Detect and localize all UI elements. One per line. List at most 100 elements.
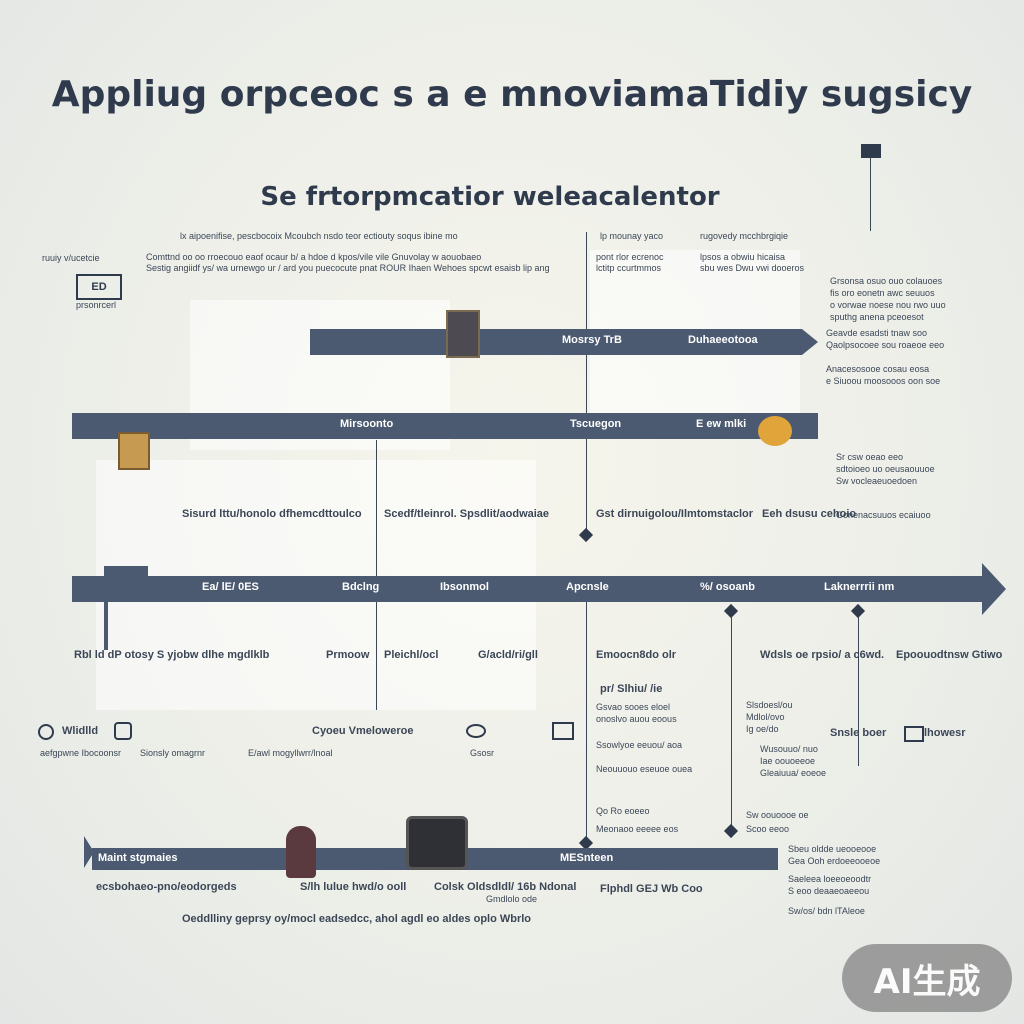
note-mid-row-1: Sisurd lttu/honolo dfhemcdttoulco bbox=[182, 508, 362, 520]
bar3-label-5: %/ osoanb bbox=[700, 581, 756, 593]
bar3-label-6: Laknerrrii nm bbox=[824, 581, 895, 593]
note-top-left-1: ruuiy v/ucetcie bbox=[42, 253, 100, 263]
note-col-b-4: Wusouuo/ nuo bbox=[760, 744, 818, 754]
connector-line bbox=[376, 440, 377, 710]
main-vertical-line-lower bbox=[586, 600, 587, 840]
note-low-row-11: Sionsly omagrnr bbox=[140, 748, 206, 758]
flag-icon bbox=[904, 726, 924, 742]
note-col-b-6: Gleaiuua/ eoeoe bbox=[760, 768, 827, 778]
note-bottom-5: Oeddlliny geprsy oy/mocl eadsedcc, ahol … bbox=[182, 913, 532, 925]
bar2-label-1: Mirsoonto bbox=[340, 418, 394, 430]
screen-icon bbox=[406, 816, 468, 870]
note-low-row-3: Pleichl/ocl bbox=[384, 649, 439, 661]
note-side-right-8: e Siuoou moosooos oon soe bbox=[826, 376, 941, 386]
main-vertical-line bbox=[586, 232, 587, 532]
note-col-a-1: pr/ Slhiu/ /ie bbox=[600, 683, 663, 695]
bar1-label-1: Mosrsy TrB bbox=[562, 334, 622, 346]
note-low-row-14: Snsle boer bbox=[830, 727, 887, 739]
eye-icon bbox=[466, 724, 486, 738]
bar2-label-3: E ew mlki bbox=[696, 418, 747, 430]
note-col-b-5: Iae oouoeeoe bbox=[760, 756, 816, 766]
note-low-row-8: Wlidlld bbox=[62, 725, 99, 737]
note-bottom-9: Saeleea loeeoeoodtr bbox=[788, 874, 872, 884]
note-bottom-8: Gea Ooh erdoeeooeoe bbox=[788, 856, 881, 866]
note-low-row-13: Gsosr bbox=[470, 748, 495, 758]
document-icon: ED bbox=[76, 274, 122, 300]
note-top-mid-3: Sestig angiidf ys/ wa urnewgo ur / ard y… bbox=[146, 263, 550, 273]
note-bottom-11: Sw/os/ bdn lTAleoe bbox=[788, 906, 865, 916]
note-bottom-7: Sbeu oldde ueooeooe bbox=[788, 844, 877, 854]
note-low-row-1: Rbl ld dP otosy S yjobw dlhe mgdlklb bbox=[74, 649, 270, 661]
person-icon bbox=[286, 826, 316, 878]
image-thumbnail bbox=[446, 310, 480, 358]
note-col-a-3: onoslvo auou eoous bbox=[596, 714, 677, 724]
bar3-label-3: Ibsonmol bbox=[440, 581, 489, 593]
note-top-right-1: lp mounay yaco bbox=[600, 231, 664, 241]
timeline-bar-3: Ea/ lE/ 0ES Bdclng Ibsonmol Apcnsle %/ o… bbox=[72, 576, 982, 602]
note-side-right-5: Geavde esadsti tnaw soo bbox=[826, 328, 928, 338]
note-col-a-7: Meonaoo eeeee eos bbox=[596, 824, 679, 834]
note-bottom-6: Flphdl GEJ Wb Coo bbox=[600, 883, 703, 895]
bar3-label-2: Bdclng bbox=[342, 581, 380, 593]
note-bottom-3: Colsk Oldsdldl/ 16b Ndonal bbox=[434, 881, 577, 893]
bar3-diamond-2 bbox=[723, 823, 739, 839]
note-bottom-2: S/lh lulue hwd/o ooll bbox=[300, 881, 407, 893]
bar3-connector-1 bbox=[731, 616, 732, 830]
note-col-b-1: Slsdoesl/ou bbox=[746, 700, 793, 710]
note-top-right-6: sbu wes Dwu vwi dooeros bbox=[700, 263, 805, 273]
bar3-elbow-line bbox=[104, 566, 108, 650]
note-side-right-3: o vorwae noese nou rwo uuo bbox=[830, 300, 946, 310]
note-col-b-7: Sw oouoooe oe bbox=[746, 810, 809, 820]
note-low-row-9: Cyoeu Vmeloweroe bbox=[312, 725, 414, 737]
chat-icon bbox=[114, 722, 132, 740]
pie-icon bbox=[758, 416, 792, 446]
note-low-row-12: E/awl mogyllwrr/lnoal bbox=[248, 748, 333, 758]
note-side-right-2: fis oro eonetn awc seuuos bbox=[830, 288, 935, 298]
note-low-row-7: Epoouodtnsw Gtiwo bbox=[896, 649, 1003, 661]
bar1-label-2: Duhaeeotooa bbox=[688, 334, 758, 346]
note-top-right-5: lpsos a obwiu hicaisa bbox=[700, 252, 786, 262]
note-mid-row-4: Eeh dsusu cehoio bbox=[762, 508, 857, 520]
note-top-mid-2: Comttnd oo oo rroecouo eaof ocaur b/ a h… bbox=[146, 252, 482, 262]
main-line-diamond bbox=[578, 527, 594, 543]
note-mid-row-3: Gst dirnuigolou/Ilmtomstaclor bbox=[596, 508, 754, 520]
monitor-icon bbox=[552, 722, 574, 740]
bar1-arrow-icon bbox=[802, 329, 818, 355]
note-col-b-8: Scoo eeoo bbox=[746, 824, 790, 834]
note-right-mid-2: sdtoioeo uo oeusaouuoe bbox=[836, 464, 935, 474]
note-top-right-2: pont rlor ecrenoc bbox=[596, 252, 664, 262]
bar3-label-1: Ea/ lE/ 0ES bbox=[202, 581, 259, 593]
bar4-arrow-icon bbox=[84, 836, 94, 868]
note-col-a-2: Gsvao sooes eloel bbox=[596, 702, 671, 712]
note-col-a-4: Ssowlyoe eeuou/ aoa bbox=[596, 740, 683, 750]
folder-icon bbox=[118, 432, 150, 470]
note-side-right-4: sputhg anena pceoesot bbox=[830, 312, 924, 322]
timeline-bar-2: Mirsoonto Tscuegon E ew mlki bbox=[72, 413, 818, 439]
bar4-label-2: MESnteen bbox=[560, 852, 614, 864]
note-low-row-6: Wdsls oe rpsio/ a c6wd. bbox=[760, 649, 885, 661]
note-mid-row-2: Scedf/tleinrol. Spsdlit/aodwaiae bbox=[384, 508, 550, 520]
note-col-a-5: Neouuouo eseuoe ouea bbox=[596, 764, 693, 774]
bar3-label-4: Apcnsle bbox=[566, 581, 609, 593]
bar3-connector-2 bbox=[858, 616, 859, 766]
note-right-mid-1: Sr csw oeao eeo bbox=[836, 452, 904, 462]
note-low-row-15: lhowesr bbox=[924, 727, 966, 739]
bar3-arrow-icon bbox=[982, 563, 1006, 615]
timeline-bar-1: Mosrsy TrB Duhaeeotooa bbox=[310, 329, 802, 355]
note-top-right-3: lctitp ccurtmmos bbox=[596, 263, 662, 273]
note-right-mid-3: Sw vocleaeuoedoen bbox=[836, 476, 918, 486]
note-col-b-2: Mdlol/ovo bbox=[746, 712, 785, 722]
bar4-label-1: Maint stgmaies bbox=[98, 852, 178, 864]
note-col-a-6: Qo Ro eoeeo bbox=[596, 806, 650, 816]
note-side-right-6: Qaolpsocoee sou roaeoe eeo bbox=[826, 340, 945, 350]
page-title: Appliug orpceoc s a e mnoviamaTidiy sugs… bbox=[51, 74, 973, 115]
note-top-mid-1: lx aipoenifise, pescbocoix Mcoubch nsdo … bbox=[180, 231, 458, 241]
note-col-b-3: Ig oe/do bbox=[746, 724, 779, 734]
note-low-row-5: Emoocn8do olr bbox=[596, 649, 677, 661]
page-subtitle: Se frtorpmcatior weleacalentor bbox=[260, 182, 720, 212]
note-top-right-4: rugovedy mcchbrgiqie bbox=[700, 231, 789, 241]
top-marker-line bbox=[870, 156, 871, 231]
note-right-mid-4: Gonenacsuuos ecaiuoo bbox=[836, 510, 931, 520]
note-side-right-1: Grsonsa osuo ouo colauoes bbox=[830, 276, 943, 286]
note-bottom-4: Gmdlolo ode bbox=[486, 894, 538, 904]
